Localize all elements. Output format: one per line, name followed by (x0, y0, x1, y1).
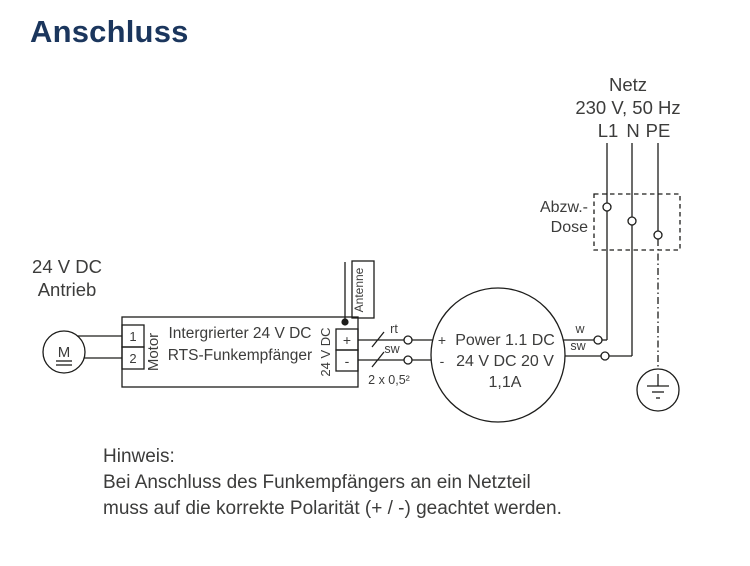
antenna-label: Antenne (352, 267, 366, 312)
plus-terminal-label: + (343, 332, 351, 348)
l1-label: L1 (598, 120, 619, 141)
note-heading: Hinweis: (103, 446, 175, 467)
junction-box-outline (593, 193, 681, 251)
mains-spec-label: 230 V, 50 Hz (575, 97, 680, 118)
w-wire-label: w (574, 322, 585, 336)
minus-connector-circle (403, 355, 413, 365)
receiver-title-line1: Intergrierter 24 V DC (169, 325, 312, 342)
motor-icon (42, 330, 122, 374)
dc-cable (358, 331, 433, 368)
mains-wiring (602, 143, 663, 369)
pe-label: PE (646, 120, 671, 141)
receiver-dc-side-label: 24 V DC (318, 327, 333, 376)
antenna (341, 260, 375, 326)
minus-terminal-label: - (345, 353, 350, 369)
drive-label-line2: Antrieb (38, 279, 97, 300)
n-terminal-circle (627, 216, 637, 226)
receiver-box (121, 316, 359, 388)
junction-label-line2: Dose (551, 219, 588, 236)
pe-terminal-circle (653, 230, 663, 240)
rt-wire-label: rt (390, 322, 398, 336)
power-spec-label: 24 V DC 20 V (456, 353, 554, 370)
note-line-1: Bei Anschluss des Funkempfängers an ein … (103, 472, 531, 493)
junction-box (593, 193, 681, 251)
sw-right-wire-label: sw (570, 339, 586, 353)
drive-label-line1: 24 V DC (32, 256, 102, 277)
sw-connector-circle (600, 351, 610, 361)
plus-wire-slash (371, 331, 385, 348)
motor-circle (42, 330, 86, 374)
terminal-2-label: 2 (129, 351, 136, 366)
sw-left-wire-label: sw (384, 342, 400, 356)
receiver-title-line2: RTS-Funkempfänger (168, 347, 312, 364)
n-label: N (626, 120, 639, 141)
l1-terminal-circle (602, 202, 612, 212)
antenna-label-box (351, 260, 375, 319)
terminal-2-box (121, 346, 145, 370)
mains-name-label: Netz (609, 74, 647, 95)
cable-spec-label: 2 x 0,5² (368, 373, 410, 387)
power-supply-circle (430, 287, 566, 423)
earth-ground-icon (636, 368, 680, 412)
plus-connector-circle (403, 335, 413, 345)
page-title: Anschluss (30, 14, 189, 49)
motor-symbol-label: M (58, 344, 71, 361)
minus-wire-slash (371, 351, 385, 368)
receiver-motor-side-label: Motor (145, 333, 162, 371)
w-connector-circle (593, 335, 603, 345)
terminal-1-label: 1 (129, 329, 136, 344)
power-plus-label: + (438, 332, 446, 348)
junction-label-line1: Abzw.- (540, 199, 588, 216)
power-minus-label: - (440, 353, 445, 369)
diagram-labels: Netz 230 V, 50 Hz L1 N PE Abzw.- Dose 24… (32, 74, 681, 391)
power-supply (430, 287, 566, 423)
power-current-label: 1,1A (489, 374, 522, 391)
note: Hinweis: Bei Anschluss des Funkempfänger… (103, 444, 562, 522)
ground-circle (636, 368, 680, 412)
mains-cable (563, 335, 632, 361)
note-line-2: muss auf die korrekte Polarität (+ / -) … (103, 498, 562, 519)
power-name-label: Power 1.1 DC (455, 332, 555, 349)
